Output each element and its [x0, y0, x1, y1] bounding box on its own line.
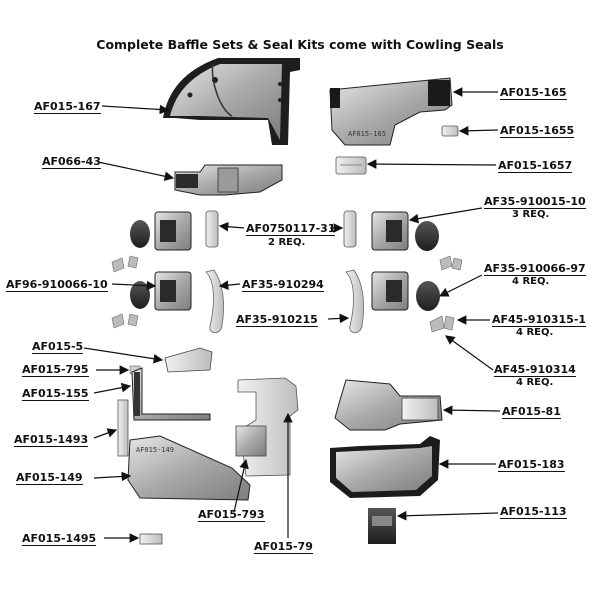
part-af015-155 [131, 367, 211, 421]
leader-arrows [83, 87, 501, 543]
arrow-af015-81 [442, 405, 501, 415]
part-af015-81 [334, 379, 443, 431]
part-seal-plate-af0750117-31-left [205, 210, 219, 248]
label-af015-1655: AF015-1655 [500, 124, 575, 138]
label-af35-910294: AF35-910294 [242, 278, 324, 292]
label-af45-910315-1-qty: 4 REQ. [516, 327, 554, 338]
part-af35-910066-97 [371, 271, 440, 311]
label-af015-795: AF015-795 [22, 363, 89, 377]
part-af015-1657 [335, 156, 367, 175]
part-small-clips-left [111, 255, 139, 329]
part-af45-910315-1 [429, 315, 455, 333]
part-seal-plate-af0750117-31-right [343, 210, 357, 248]
arrow-af015-113 [396, 510, 499, 521]
label-af015-1657: AF015-1657 [498, 159, 573, 173]
label-af0750117-31: AF0750117-31 [246, 222, 336, 236]
arrow-af35-910066-97 [438, 274, 483, 297]
arrow-af45-910314 [445, 335, 494, 371]
arrow-af015-1657 [366, 159, 497, 169]
arrow-af015-149 [93, 471, 132, 482]
part-af015-1655 [441, 125, 459, 137]
diagram-title: Complete Baffle Sets & Seal Kits come wi… [96, 37, 504, 52]
label-af35-910015-10-qty: 3 REQ. [512, 209, 550, 220]
arrow-af35-910294 [218, 280, 241, 290]
arrow-af015-1655 [458, 125, 499, 136]
arrow-af96-910066-10 [111, 280, 157, 291]
arrow-af015-155 [93, 382, 132, 394]
label-af015-79: AF015-79 [254, 540, 313, 554]
part-small-clips-right [439, 255, 463, 271]
arrow-af066-43 [97, 161, 175, 181]
label-af066-43: AF066-43 [42, 155, 101, 169]
label-af45-910315-1: AF45-910315-1 [492, 313, 587, 327]
stamp-af015-149: AF015-149 [136, 446, 174, 454]
label-af015-167: AF015-167 [34, 100, 101, 114]
label-af0750117-31-qty: 2 REQ. [268, 237, 306, 248]
part-af35-910215 [345, 269, 364, 334]
arrow-af35-910015-10 [408, 207, 483, 224]
part-af066-43 [174, 164, 283, 196]
label-af45-910314: AF45-910314 [494, 363, 576, 377]
label-af015-1495: AF015-1495 [22, 532, 97, 546]
arrow-af0750117-31-left [218, 221, 245, 232]
label-af015-183: AF015-183 [498, 458, 565, 472]
label-af015-155: AF015-155 [22, 387, 89, 401]
part-af015-165: AF015-165 [329, 77, 453, 146]
part-af015-183 [330, 436, 440, 498]
arrow-af015-5 [83, 347, 164, 364]
label-af015-5: AF015-5 [32, 340, 84, 354]
label-af015-81: AF015-81 [502, 405, 561, 419]
arrow-af015-793 [233, 458, 249, 513]
part-af015-1495 [139, 533, 163, 545]
label-af35-910015-10: AF35-910015-10 [484, 195, 586, 209]
label-af015-113: AF015-113 [500, 505, 567, 519]
label-af35-910215: AF35-910215 [236, 313, 318, 327]
part-seal-clamp-right-upper [371, 211, 439, 251]
part-af35-910294 [205, 269, 224, 334]
part-af015-113 [368, 508, 396, 544]
arrow-af015-167 [101, 104, 170, 115]
part-af015-167 [163, 58, 300, 145]
label-af015-1493: AF015-1493 [14, 433, 89, 447]
label-af45-910314-qty: 4 REQ. [516, 377, 554, 388]
label-af015-793: AF015-793 [198, 508, 265, 522]
label-af96-910066-10: AF96-910066-10 [6, 278, 108, 292]
part-af015-1493 [117, 399, 129, 457]
part-af015-149: AF015-149 [127, 435, 251, 501]
label-af015-149: AF015-149 [16, 471, 83, 485]
label-af015-165: AF015-165 [500, 86, 567, 100]
part-af96-910066-10 [130, 271, 192, 311]
arrow-af015-1493 [93, 428, 118, 439]
label-af35-910066-97: AF35-910066-97 [484, 262, 586, 276]
part-af015-793 [235, 425, 267, 457]
arrow-af35-910215 [327, 313, 350, 324]
stamp-af015-165: AF015-165 [348, 130, 386, 138]
label-af35-910066-97-qty: 4 REQ. [512, 276, 550, 287]
part-af015-5 [164, 347, 213, 373]
part-seal-clamp-left-upper [130, 211, 192, 251]
